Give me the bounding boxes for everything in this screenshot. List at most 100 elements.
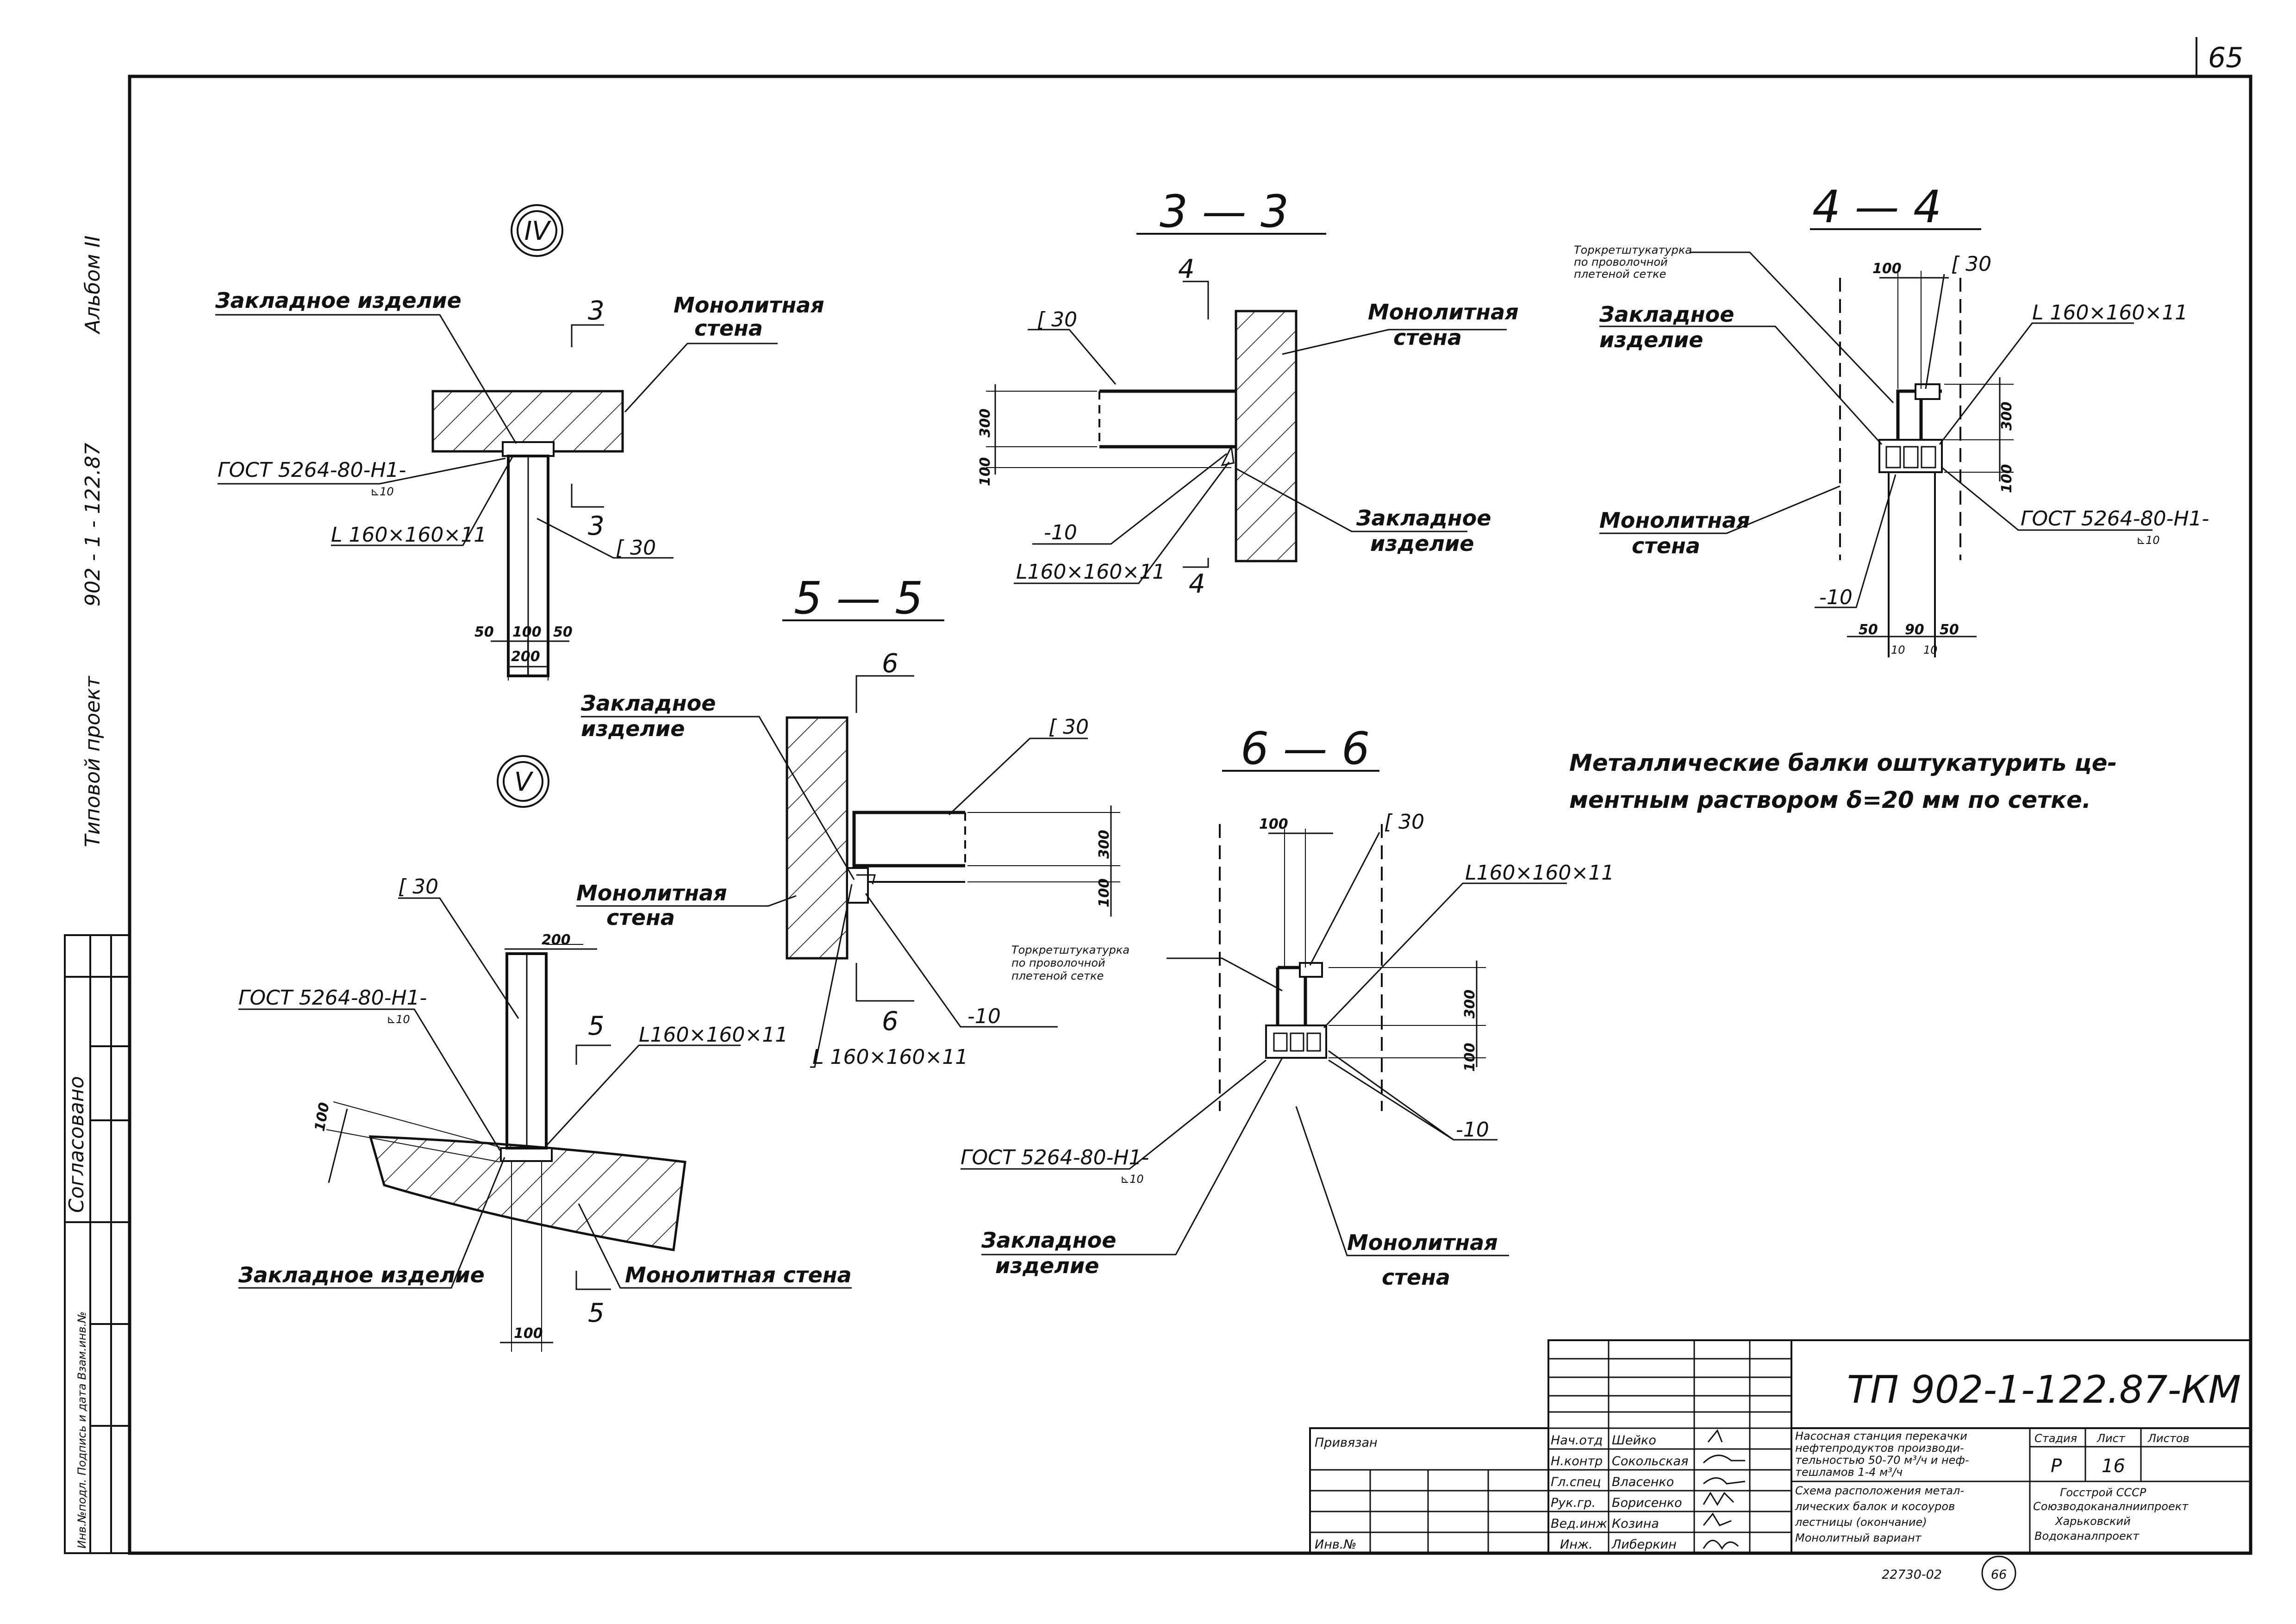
plate-label-6-6: -10 <box>1456 1118 1489 1142</box>
dim-v-200: 200 <box>542 932 571 948</box>
angle-label-3-3: L160×160×11 <box>1016 560 1165 584</box>
wall-label-v: Монолитная стена <box>625 1262 852 1287</box>
plaster-label-4-4-3: плетеной сетке <box>1574 268 1666 281</box>
channel-beam-5-5 <box>852 811 965 868</box>
org-line-2: Союзводоканалниипроект <box>2033 1500 2189 1513</box>
stage-header: Стадия <box>2034 1432 2077 1445</box>
view-marker-v-label: V <box>514 767 534 797</box>
sheet-title-1: Схема расположения метал- <box>1795 1484 1964 1497</box>
side-strip: Альбом II 902 - 1 - 122.87 Типовой проек… <box>64 236 131 1554</box>
dim-6-6-300: 300 <box>1462 989 1478 1018</box>
embedded-part-label-iv: Закладное изделие <box>215 288 462 313</box>
name-4: Борисенко <box>1612 1496 1682 1510</box>
org-line-1: Госстрой СССР <box>2060 1486 2146 1499</box>
angle-label-5-5: L 160×160×11 <box>812 1045 968 1069</box>
section-3-3: 3 — 3 4 4 300 100 [ 30 Монолитная стена … <box>977 186 1519 599</box>
cut-mark-4-bottom: 4 <box>1189 569 1205 599</box>
gost-weld-6-6: ⊾10 <box>1120 1173 1144 1186</box>
dim-3-3-100: 100 <box>977 457 993 486</box>
embedded-plate-6-6 <box>1265 1024 1327 1059</box>
bottom-number: 22730-02 <box>1882 1568 1942 1582</box>
cut-mark-6-top: 6 <box>882 649 898 679</box>
wall-label-5-5-2: стена <box>606 905 675 930</box>
section-6-6: 6 — 6 100 300 100 [ 30 L160×160×11 Торкр… <box>961 723 1614 1290</box>
dim-4-4-90: 90 <box>1905 622 1924 638</box>
angle-label-6-6: L160×160×11 <box>1465 861 1614 885</box>
role-1: Нач.отд <box>1551 1433 1603 1448</box>
org-line-4: Водоканалпроект <box>2034 1530 2140 1543</box>
dim-4-4-50-left: 50 <box>1859 622 1878 638</box>
dim-iv-50-left: 50 <box>474 624 494 640</box>
sheet-title-4: Монолитный вариант <box>1795 1531 1922 1544</box>
name-1: Шейко <box>1612 1433 1656 1448</box>
album-label: Альбом II <box>81 236 105 335</box>
name-3: Власенко <box>1612 1475 1674 1489</box>
channel-label-4-4: [ 30 <box>1951 252 1991 276</box>
monolithic-wall-v <box>368 1135 686 1251</box>
project-desc-2: нефтепродуктов производи- <box>1795 1442 1964 1455</box>
plate-label-3-3: -10 <box>1044 521 1077 544</box>
gost-weld-v: ⊾10 <box>387 1013 410 1026</box>
wall-label-5-5-1: Монолитная <box>576 881 727 906</box>
dim-6-6-100-right: 100 <box>1462 1043 1478 1072</box>
plaster-label-6-6-2: по проволочной <box>1011 956 1105 969</box>
org-line-3: Харьковский <box>2054 1515 2131 1528</box>
channel-label-6-6: [ 30 <box>1384 810 1424 834</box>
note-line-1: Металлические балки оштукатурить це- <box>1569 750 2117 776</box>
drawing-code: ТП 902-1-122.87-КМ <box>1847 1368 2241 1412</box>
gost-weld-iv: ⊾10 <box>370 485 394 498</box>
channel-label-v: [ 30 <box>398 875 438 899</box>
dim-4-4-100-right: 100 <box>1999 464 2015 493</box>
name-5: Козина <box>1612 1517 1659 1531</box>
angle-label-iv: L 160×160×11 <box>331 523 487 547</box>
embedded-plate-iv <box>502 441 555 457</box>
bound-label: Привязан <box>1315 1436 1378 1450</box>
wall-label-iv-1: Монолитная <box>674 293 824 318</box>
wall-label-4-4-2: стена <box>1632 533 1700 558</box>
general-note: Металлические балки оштукатурить це- мен… <box>1569 750 2117 813</box>
embedded-label-3-3-2: изделие <box>1370 531 1474 556</box>
plaster-label-4-4-2: по проволочной <box>1574 256 1668 269</box>
dim-4-4-50-right: 50 <box>1940 622 1959 638</box>
bottom-circle <box>1981 1555 2016 1591</box>
gost-weld-4-4: ⊾10 <box>2136 534 2160 547</box>
gost-label-6-6: ГОСТ 5264-80-Н1- <box>961 1146 1149 1169</box>
embedded-label-3-3-1: Закладное <box>1356 506 1491 531</box>
sheet-frame <box>128 75 2252 1555</box>
angle-label-v: L160×160×11 <box>639 1023 788 1047</box>
cut-mark-6-bottom: 6 <box>882 1006 898 1037</box>
embedded-plate-4-4 <box>1878 439 1943 473</box>
plaster-label-6-6-3: плетеной сетке <box>1011 969 1104 982</box>
section-5-5: 5 — 5 6 6 300 100 Закладное изделие [ 30… <box>576 572 1120 1069</box>
role-5: Вед.инж <box>1551 1517 1608 1531</box>
stage-value: Р <box>2051 1455 2062 1477</box>
role-4: Рук.гр. <box>1551 1496 1596 1510</box>
channel-label-5-5: [ 30 <box>1048 715 1089 739</box>
embedded-label-4-4-1: Закладное <box>1599 302 1734 327</box>
embedded-label-5-5-1: Закладное <box>580 691 716 716</box>
stamp-row-label: Инв.№подл. Подпись и дата Взам.инв.№ <box>75 1312 88 1549</box>
plaster-label-6-6-1: Торкретштукатурка <box>1011 943 1129 956</box>
plate-label-5-5: -10 <box>967 1005 1001 1028</box>
dim-5-5-300: 300 <box>1096 830 1112 859</box>
wall-label-4-4-1: Монолитная <box>1599 508 1750 533</box>
project-desc-3: тельностью 50-70 м³/ч и неф- <box>1795 1454 1969 1467</box>
embedded-label-6-6-1: Закладное <box>981 1228 1116 1253</box>
project-type-label: Типовой проект <box>81 675 105 847</box>
sheet-value: 16 <box>2102 1455 2125 1477</box>
wall-label-6-6-2: стена <box>1382 1265 1450 1290</box>
cut-mark-5-bottom: 5 <box>588 1298 605 1328</box>
channel-label-iv: [ 30 <box>616 536 656 560</box>
embedded-label-6-6-2: изделие <box>995 1253 1099 1278</box>
page-number: 65 <box>2208 42 2243 74</box>
angle-label-4-4: L 160×160×11 <box>2032 301 2188 325</box>
dim-5-5-100: 100 <box>1096 878 1112 907</box>
section-4-4: 4 — 4 300 100 100 50 90 50 10 10 Торкрет… <box>1574 181 2209 657</box>
dim-4-4-300: 300 <box>1999 401 2015 431</box>
name-2: Сокольская <box>1612 1454 1688 1468</box>
section-3-3-title: 3 — 3 <box>1160 186 1289 237</box>
plaster-label-4-4-1: Торкретштукатурка <box>1574 244 1692 256</box>
inv-label: Инв.№ <box>1315 1537 1356 1552</box>
cut-mark-3-bottom: 3 <box>588 511 605 541</box>
